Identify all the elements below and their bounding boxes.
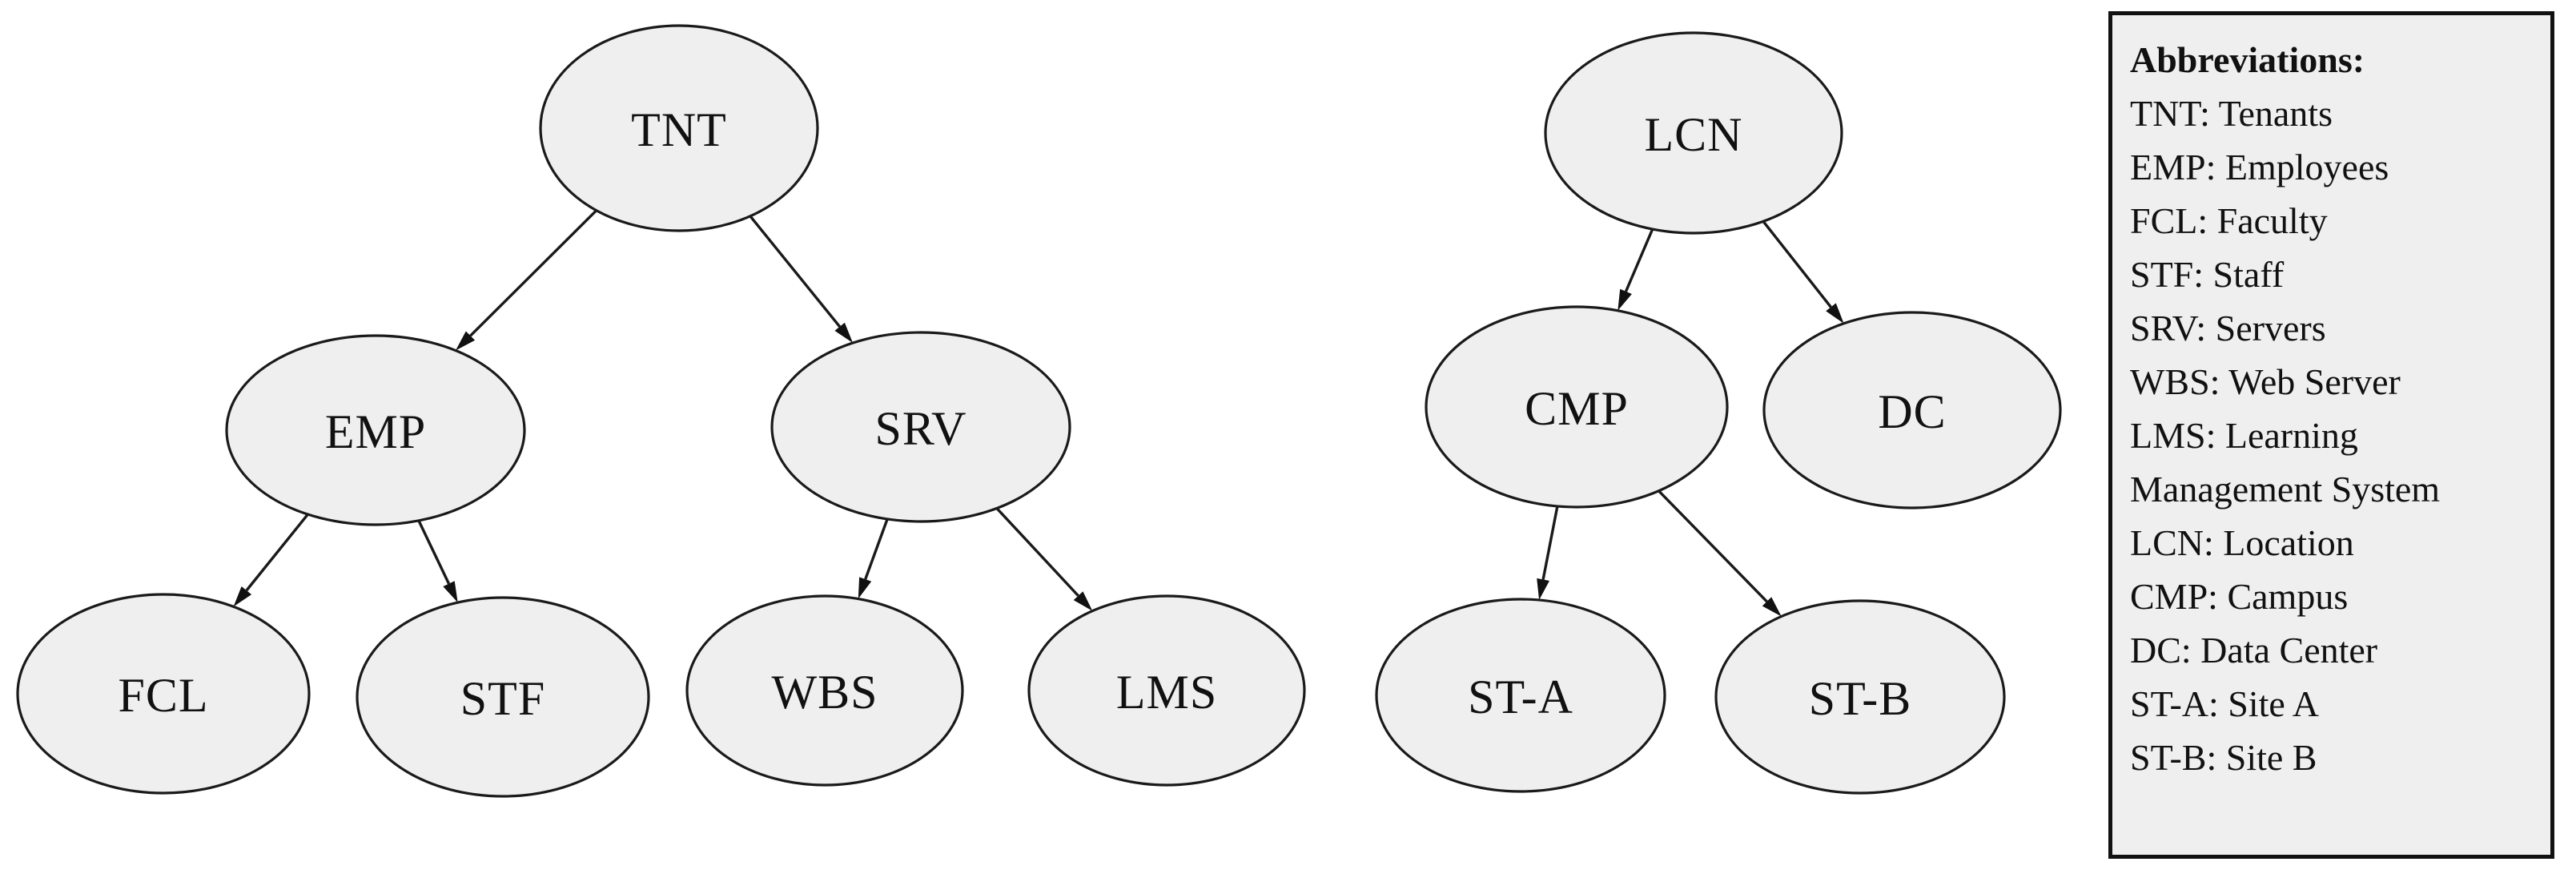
node-shape bbox=[1027, 594, 1306, 787]
edge-lcn-to-cmp bbox=[1624, 228, 1654, 292]
legend-entry: CMP: Campus bbox=[2130, 576, 2349, 617]
edge-tnt-to-emp bbox=[469, 209, 597, 337]
arrowhead-icon bbox=[233, 586, 252, 607]
node-label: LMS bbox=[1116, 666, 1217, 719]
edge-emp-to-fcl bbox=[245, 513, 309, 592]
node-label: TNT bbox=[631, 103, 727, 156]
arrowhead-icon bbox=[1073, 591, 1093, 611]
node-lcn[interactable]: LCN bbox=[1544, 31, 1843, 235]
node-st-a[interactable]: ST-A bbox=[1375, 598, 1666, 793]
node-label: EMP bbox=[325, 405, 426, 458]
node-dc[interactable]: DC bbox=[1762, 311, 2062, 509]
edge-emp-to-stf bbox=[417, 520, 451, 585]
node-fcl[interactable]: FCL bbox=[16, 593, 311, 795]
node-stf[interactable]: STF bbox=[356, 596, 650, 798]
node-cmp[interactable]: CMP bbox=[1425, 305, 1729, 509]
node-shape bbox=[539, 24, 819, 232]
arrowhead-icon bbox=[443, 581, 458, 603]
edge-tnt-to-srv bbox=[749, 215, 842, 328]
node-label: ST-A bbox=[1468, 671, 1573, 723]
arrowhead-icon bbox=[1762, 597, 1782, 617]
node-shape bbox=[356, 596, 650, 798]
arrowhead-icon bbox=[834, 322, 853, 343]
node-shape bbox=[1544, 31, 1843, 235]
node-tnt[interactable]: TNT bbox=[539, 24, 819, 232]
node-shape bbox=[225, 334, 526, 526]
edge-srv-to-lms bbox=[995, 507, 1079, 597]
edge-cmp-to-st-b bbox=[1658, 489, 1768, 603]
node-srv[interactable]: SRV bbox=[770, 331, 1071, 523]
node-shape bbox=[770, 331, 1071, 523]
node-label: SRV bbox=[875, 402, 967, 455]
legend-entry: EMP: Employees bbox=[2130, 147, 2389, 187]
legend-entry: SRV: Servers bbox=[2130, 308, 2326, 348]
node-label: STF bbox=[460, 672, 545, 725]
arrowhead-icon bbox=[858, 577, 872, 599]
arrowhead-icon bbox=[456, 331, 476, 351]
node-shape bbox=[1714, 599, 2006, 795]
node-label: FCL bbox=[118, 669, 208, 722]
legend-entry: ST-A: Site A bbox=[2130, 683, 2320, 724]
node-label: ST-B bbox=[1809, 672, 1912, 725]
edge-cmp-to-st-a bbox=[1541, 505, 1559, 580]
node-wbs[interactable]: WBS bbox=[685, 594, 964, 787]
legend-entry: Management System bbox=[2130, 469, 2441, 509]
nodes-layer: TNT EMP SRV FCL STF WBS LMS LCN CMP DC ST-A ST-B bbox=[16, 24, 2062, 798]
node-shape bbox=[685, 594, 964, 787]
legend-heading: Abbreviations: bbox=[2130, 39, 2365, 80]
legend-entry: LMS: Learning bbox=[2130, 415, 2358, 456]
node-shape bbox=[1762, 311, 2062, 509]
edges-layer bbox=[233, 209, 1844, 617]
legend-entry: DC: Data Center bbox=[2130, 630, 2378, 671]
legend-entry: WBS: Web Server bbox=[2130, 361, 2401, 402]
legend-entry: STF: Staff bbox=[2130, 254, 2285, 295]
node-st-b[interactable]: ST-B bbox=[1714, 599, 2006, 795]
arrowhead-icon bbox=[1537, 578, 1549, 600]
legend-entry: FCL: Faculty bbox=[2130, 200, 2328, 241]
node-label: WBS bbox=[771, 666, 878, 719]
legend-entry: TNT: Tenants bbox=[2130, 93, 2333, 134]
node-lms[interactable]: LMS bbox=[1027, 594, 1306, 787]
node-label: LCN bbox=[1645, 108, 1743, 161]
node-label: DC bbox=[1878, 385, 1946, 438]
legend-entry: LCN: Location bbox=[2130, 522, 2354, 563]
arrowhead-icon bbox=[1618, 288, 1632, 311]
arrowhead-icon bbox=[1826, 303, 1844, 324]
edge-lcn-to-dc bbox=[1762, 220, 1832, 308]
node-shape bbox=[1425, 305, 1729, 509]
edge-srv-to-wbs bbox=[864, 518, 889, 580]
node-emp[interactable]: EMP bbox=[225, 334, 526, 526]
node-shape bbox=[1375, 598, 1666, 793]
legend-entry: ST-B: Site B bbox=[2130, 737, 2317, 778]
node-label: CMP bbox=[1525, 382, 1629, 435]
node-shape bbox=[16, 593, 311, 795]
